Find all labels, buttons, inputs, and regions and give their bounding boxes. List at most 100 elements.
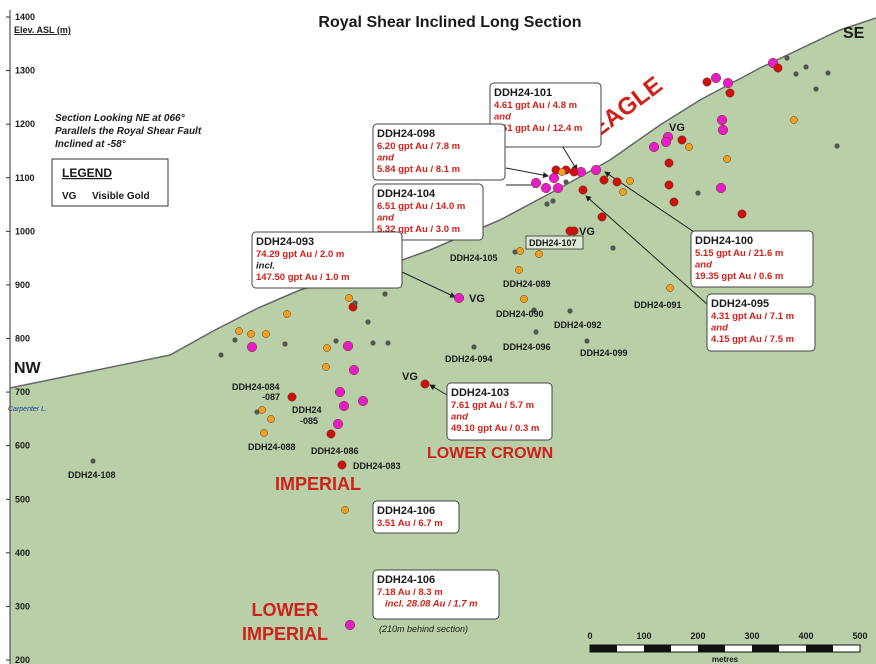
callout-hole-id: DDH24-104 <box>377 188 436 200</box>
hole-label-085: -085 <box>300 416 318 426</box>
scale-tick-label: 0 <box>587 631 592 641</box>
drill-hole-point <box>610 245 616 251</box>
scale-tick-label: 100 <box>636 631 651 641</box>
zone-label-lower-crown: LOWER CROWN <box>427 445 553 462</box>
drill-hole-point <box>520 295 528 303</box>
svg-text:Parallels the Royal Shear Faul: Parallels the Royal Shear Fault <box>55 126 202 137</box>
drill-hole-point <box>322 363 330 371</box>
y-tick-label: 300 <box>15 601 30 611</box>
callout-line: 5.84 gpt Au / 8.1 m <box>377 164 460 175</box>
drill-hole-point <box>471 344 477 350</box>
drill-hole-point <box>338 400 350 412</box>
orientation-se: SE <box>843 25 865 42</box>
vg-label-103: VG <box>402 371 418 383</box>
callout-line: 147.50 gpt Au / 1.0 m <box>256 272 350 283</box>
hole-label-ddh24-091: DDH24-091 <box>634 300 682 310</box>
drill-hole-point <box>370 340 376 346</box>
y-tick-label: 1100 <box>15 173 35 183</box>
drill-hole-point <box>813 86 819 92</box>
scale-tick-label: 300 <box>744 631 759 641</box>
drill-hole-point <box>695 190 701 196</box>
y-tick-label: 600 <box>15 441 30 451</box>
scale-unit: metres <box>712 655 739 664</box>
zone-label-lower-imperial-1: LOWER <box>252 600 319 620</box>
drill-hole-point <box>260 429 268 437</box>
drill-hole-point <box>552 182 564 194</box>
drill-hole-point <box>584 338 590 344</box>
callout-line: 4.31 gpt Au / 7.1 m <box>711 311 794 322</box>
y-axis-ticks: 2003004005006007008009001000110012001300… <box>6 12 35 664</box>
drill-hole-point <box>533 329 539 335</box>
drill-hole-point <box>722 77 734 89</box>
chart-title: Royal Shear Inclined Long Section <box>318 14 581 31</box>
callout-box <box>489 82 602 148</box>
y-tick-label: 700 <box>15 387 30 397</box>
vg-label-107: VG <box>579 226 595 238</box>
drill-hole-point <box>287 392 297 402</box>
hole-label-ddh24-099: DDH24-099 <box>580 348 628 358</box>
drill-hole-point <box>283 310 291 318</box>
zone-label-imperial: IMPERIAL <box>275 474 361 494</box>
hole-label-ddh24-089: DDH24-089 <box>503 279 551 289</box>
callout-line: and <box>695 260 712 271</box>
callout-note: (210m behind section) <box>379 624 468 634</box>
drill-hole-point <box>664 158 674 168</box>
hole-label-ddh24: DDH24 <box>292 405 322 415</box>
callout-line: incl. 28.08 Au / 1.7 m <box>385 599 478 610</box>
callout-hole-id: DDH24-106 <box>377 574 435 586</box>
callout-line: 3.51 gpt Au / 12.4 m <box>494 123 582 134</box>
drill-hole-point <box>530 177 542 189</box>
drill-hole-point <box>558 168 566 176</box>
drill-hole-point <box>420 379 430 389</box>
drill-hole-point <box>262 330 270 338</box>
drill-hole-point <box>512 249 518 255</box>
drill-hole-point <box>337 460 347 470</box>
drill-hole-point <box>282 341 288 347</box>
drill-hole-point <box>550 198 556 204</box>
callout-line: and <box>377 153 394 164</box>
drill-hole-point <box>333 338 339 344</box>
callout-hole-id: DDH24-103 <box>451 387 509 399</box>
callout-line: 6.20 gpt Au / 7.8 m <box>377 141 460 152</box>
scale-tick-label: 500 <box>852 631 867 641</box>
callout-line: 5.15 gpt Au / 21.6 m <box>695 248 783 259</box>
y-tick-label: 500 <box>15 494 30 504</box>
drill-hole-point <box>326 429 336 439</box>
drill-hole-point <box>342 340 354 352</box>
drill-hole-point <box>365 319 371 325</box>
callout-line: 7.18 Au / 8.3 m <box>377 587 443 598</box>
vg-label-093: VG <box>469 293 485 305</box>
drill-hole-point <box>345 294 353 302</box>
hole-label-ddh24-107: DDH24-107 <box>529 238 577 248</box>
callout-hole-id: DDH24-093 <box>256 236 314 248</box>
drill-hole-point <box>619 188 627 196</box>
y-axis-label: Elev. ASL (m) <box>14 25 71 35</box>
callout-line: 7.61 gpt Au / 5.7 m <box>451 400 534 411</box>
y-tick-label: 200 <box>15 655 30 664</box>
callout-line: and <box>711 323 728 334</box>
drill-hole-point <box>332 418 344 430</box>
drill-hole-point <box>685 143 693 151</box>
legend-label-visible-gold: Visible Gold <box>92 191 150 202</box>
callout-line: 5.32 gpt Au / 3.0 m <box>377 224 460 235</box>
scale-tick-label: 400 <box>798 631 813 641</box>
callout-line: 3.51 Au / 6.7 m <box>377 518 443 529</box>
callout-line: 6.51 gpt Au / 14.0 m <box>377 201 465 212</box>
callout-line: 74.29 gpt Au / 2.0 m <box>256 249 344 260</box>
drill-hole-point <box>597 212 607 222</box>
drill-hole-point <box>666 284 674 292</box>
drill-hole-point <box>334 386 346 398</box>
drill-hole-point <box>544 201 550 207</box>
hole-label-ddh24-084: DDH24-084 <box>232 382 280 392</box>
callout-box <box>372 123 506 181</box>
hole-labels: DDH24-105 DDH24-107 DDH24-089 DDH24-090 … <box>68 235 682 480</box>
drill-hole-point <box>235 327 243 335</box>
